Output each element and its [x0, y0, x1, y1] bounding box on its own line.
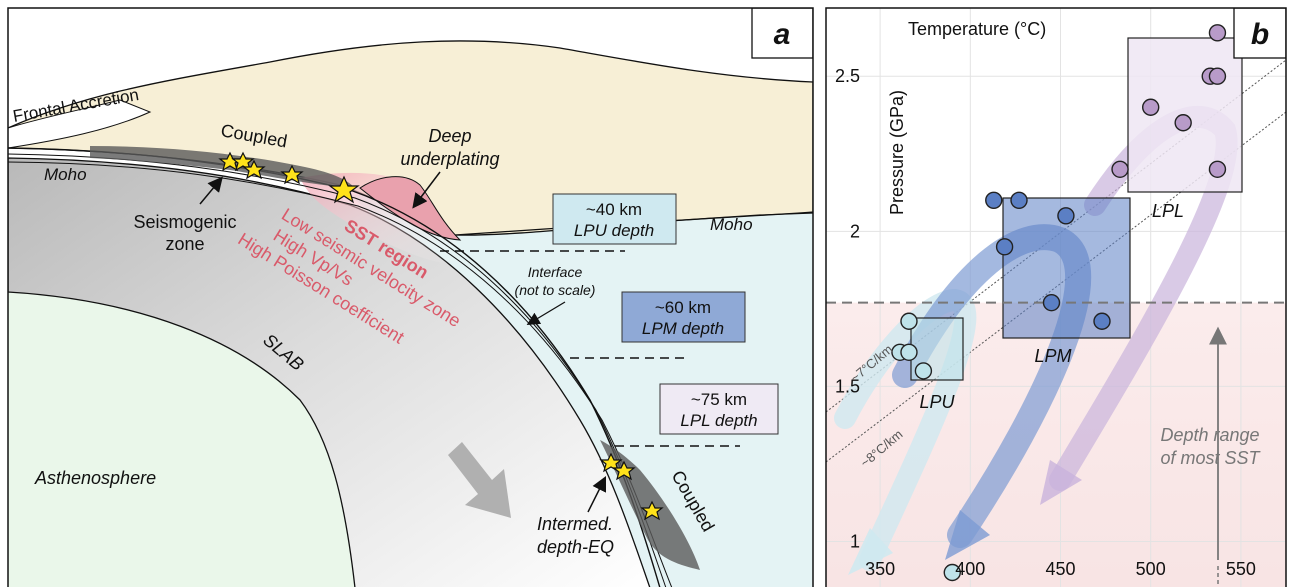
- label-underplating: underplating: [400, 149, 499, 169]
- depth-lpu-name: LPU depth: [574, 221, 654, 240]
- depth-lpl-value: ~75 km: [691, 390, 747, 409]
- pt-arrowhead-lpm: [945, 510, 990, 560]
- data-points: [891, 24, 1227, 582]
- data-point-lpl: [1142, 98, 1160, 116]
- group-label-lpu: LPU: [919, 392, 955, 412]
- data-point-lpl: [1111, 160, 1129, 178]
- y-tick-label: 2.5: [835, 66, 860, 86]
- label-not-to-scale: (not to scale): [515, 282, 596, 298]
- panel-a: ~40 km LPU depth ~60 km LPM depth ~75 km…: [8, 8, 813, 587]
- frontal-wedge: [8, 99, 152, 149]
- depth-box-lpl: [659, 383, 779, 435]
- data-point-lpl: [1208, 24, 1227, 42]
- earthquake-star: [599, 452, 623, 473]
- x-tick-label: 550: [1226, 559, 1256, 579]
- earthquake-star: [231, 151, 255, 172]
- label-intermed: Intermed.: [537, 514, 613, 534]
- panel-b-letter-box: [1233, 8, 1286, 59]
- earthquake-stars: [218, 151, 664, 521]
- y-tick-label: 2: [850, 221, 860, 241]
- data-point-lpm: [995, 238, 1014, 256]
- earthquake-star: [328, 175, 360, 204]
- x-tick-label: 350: [865, 559, 895, 579]
- data-point-lpm: [985, 191, 1003, 209]
- panel-b-frame: [825, 7, 1287, 587]
- earthquake-star: [280, 164, 304, 185]
- depth-lpm-name: LPM depth: [642, 319, 724, 338]
- data-point-lpu: [900, 312, 918, 330]
- data-point-lpm: [1057, 207, 1075, 225]
- label-moho-right: Moho: [710, 215, 753, 234]
- data-point-lpm: [1042, 293, 1061, 312]
- x-tick-label: 500: [1136, 559, 1166, 579]
- depth-lpl-name: LPL depth: [680, 411, 757, 430]
- x-axis-title: Temperature (°C): [908, 19, 1046, 39]
- data-point-lpu: [900, 343, 918, 361]
- earthquake-star: [242, 159, 266, 180]
- earthquake-star: [612, 460, 636, 481]
- group-label-lpm: LPM: [1034, 346, 1071, 366]
- panel-a-letter: a: [774, 18, 791, 51]
- label-asthenosphere: Asthenosphere: [34, 468, 156, 488]
- depth-lpm-value: ~60 km: [655, 298, 711, 317]
- arrow-seismogenic: [199, 176, 223, 205]
- data-point-lpm: [1093, 312, 1111, 330]
- label-moho-left: Moho: [44, 165, 87, 184]
- label-depth-eq: depth-EQ: [537, 537, 614, 557]
- earthquake-star: [640, 500, 664, 521]
- asthenosphere-region: [8, 292, 355, 587]
- data-point-lpl: [1208, 160, 1227, 178]
- tick-labels: 350 400 450 500 550 1 1.5 2 2.5: [835, 66, 1256, 579]
- pt-arrowhead-lpl: [1040, 460, 1082, 505]
- group-label-lpl: LPL: [1152, 201, 1184, 221]
- depth-lpu-value: ~40 km: [586, 200, 642, 219]
- arrow-underplating: [412, 171, 441, 209]
- subduction-arrow: [448, 442, 511, 518]
- label-depth-range: Depth range: [1160, 425, 1259, 445]
- label-seismogenic: Seismogenic: [133, 212, 236, 232]
- data-point-lpu: [943, 563, 961, 582]
- label-deep: Deep: [428, 126, 471, 146]
- y-axis-title: Pressure (GPa): [887, 90, 907, 215]
- panel-a-letter-box: [751, 8, 813, 59]
- x-tick-label: 400: [955, 559, 985, 579]
- label-most-sst: of most SST: [1160, 448, 1261, 468]
- y-tick-label: 1.5: [835, 376, 860, 396]
- x-tick-label: 450: [1045, 559, 1075, 579]
- label-zone: zone: [165, 234, 204, 254]
- panel-b-letter: b: [1251, 18, 1269, 51]
- data-point-lpu: [914, 362, 933, 380]
- depth-box-lpu: [552, 193, 677, 245]
- pt-arrowhead-lpu: [848, 528, 893, 575]
- panel-a-frame: [7, 7, 814, 587]
- label-interface: Interface: [528, 264, 583, 280]
- data-point-lpm: [1010, 191, 1028, 209]
- arrow-interface: [526, 301, 566, 326]
- data-point-lpl: [1174, 114, 1192, 132]
- data-point-lpl: [1208, 67, 1227, 85]
- depth-box-lpm: [621, 291, 746, 343]
- y-tick-label: 1: [850, 531, 860, 551]
- arrow-intermed: [587, 475, 607, 513]
